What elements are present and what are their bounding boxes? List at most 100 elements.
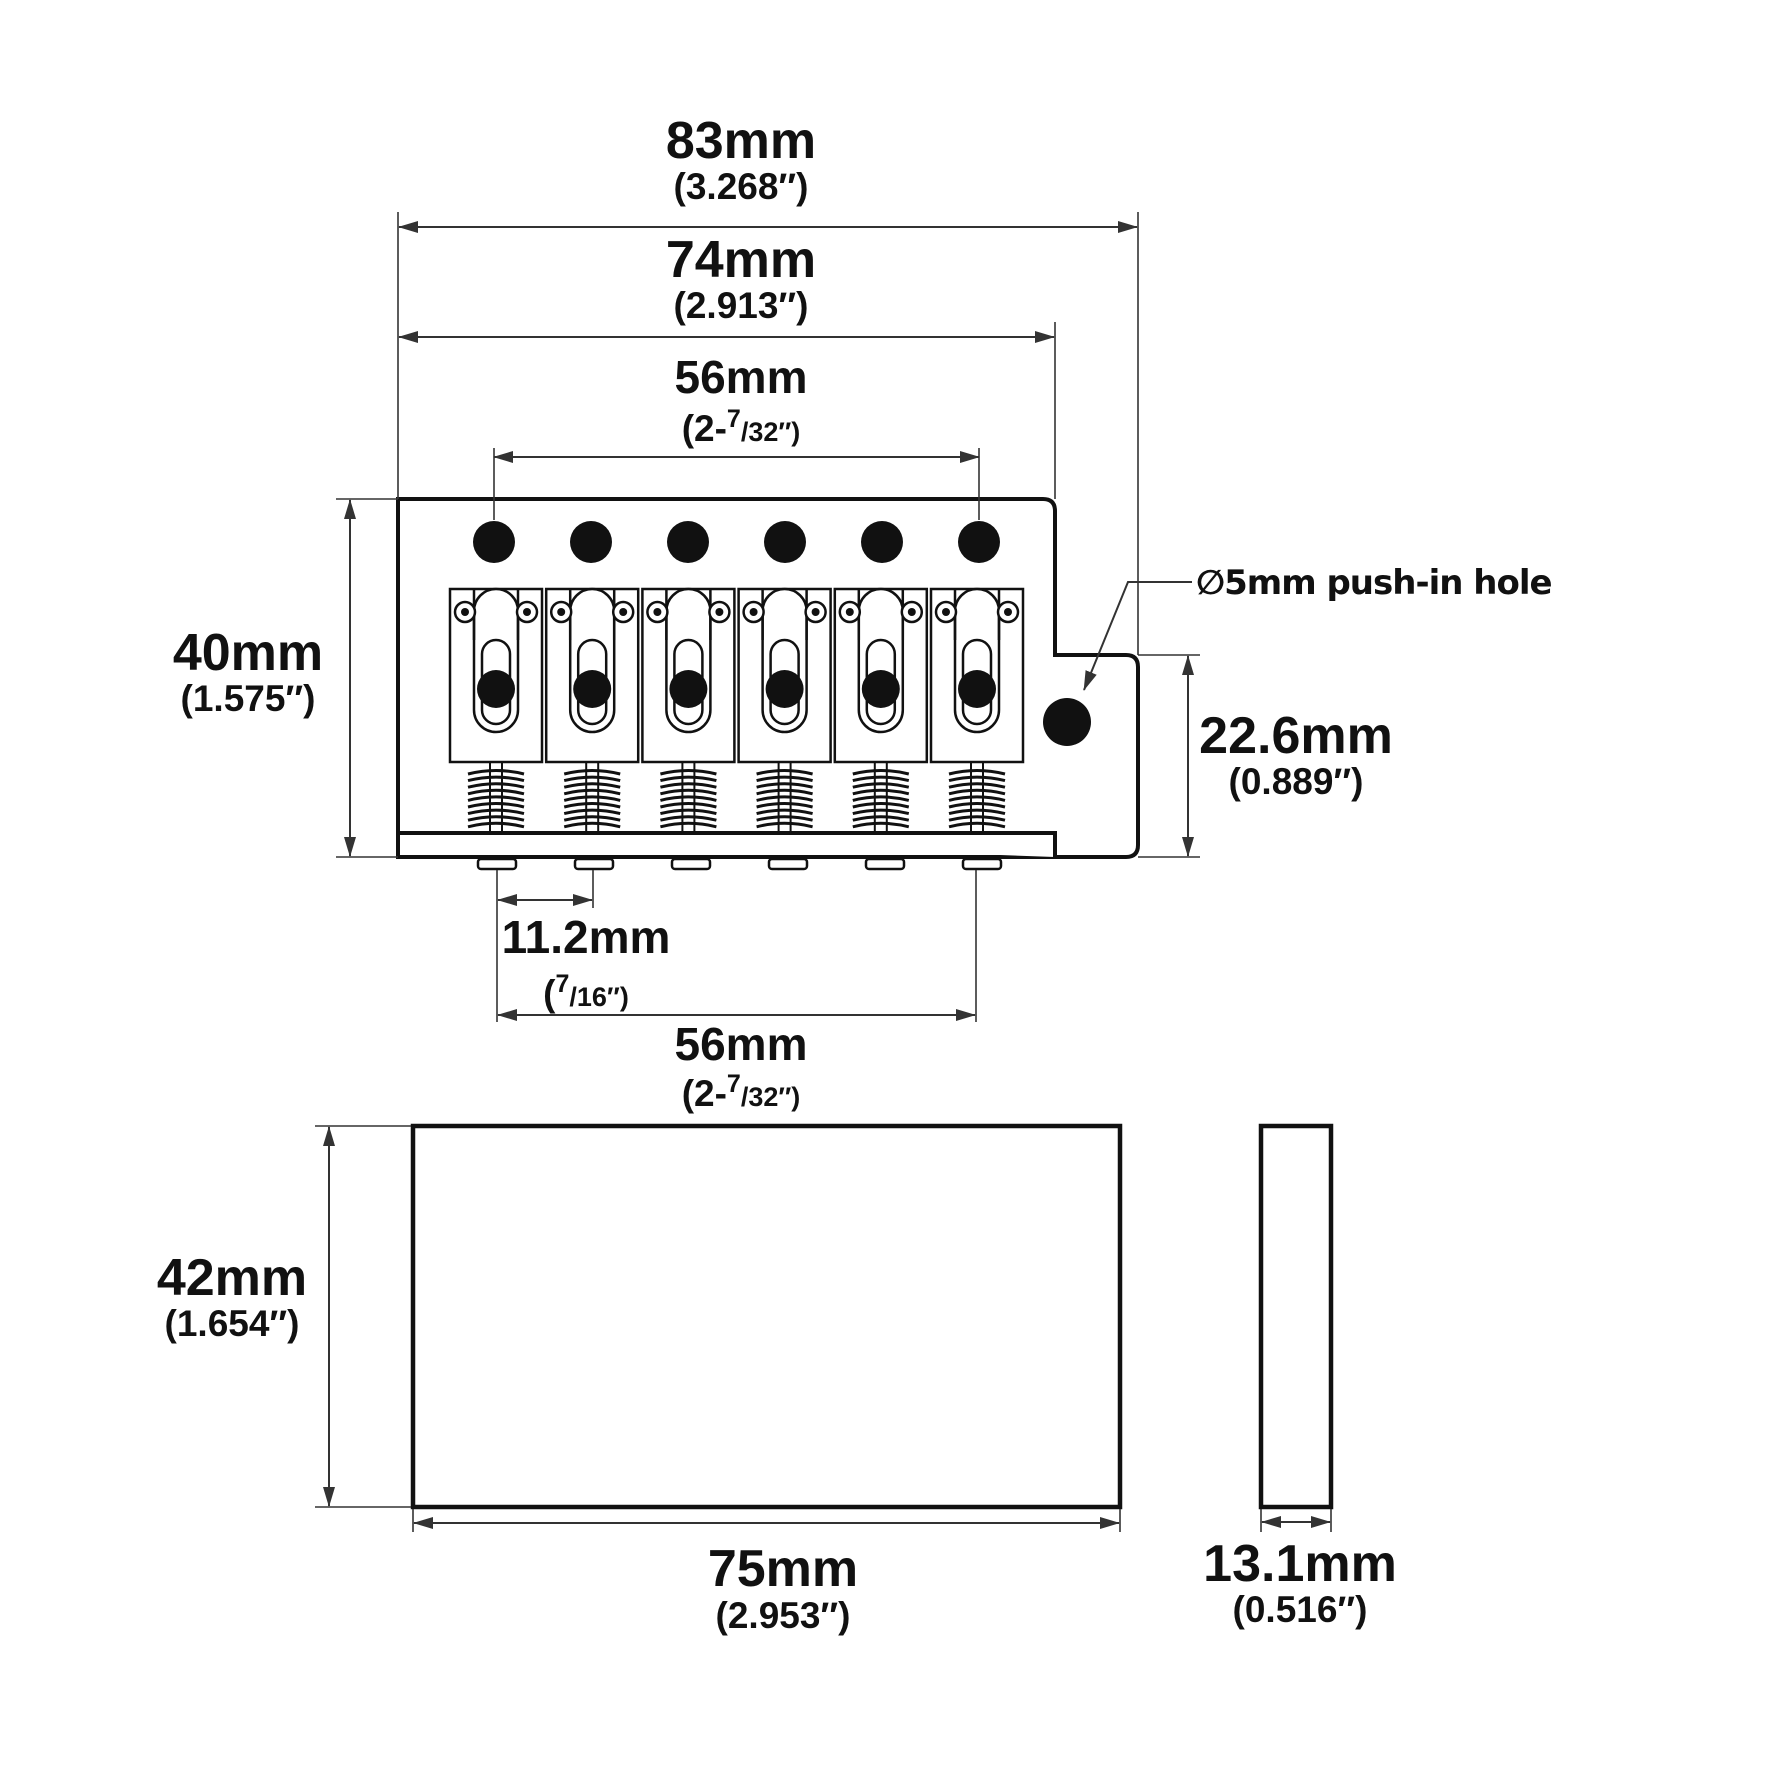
string-hole xyxy=(667,521,709,563)
string-pin xyxy=(670,857,712,871)
saddle xyxy=(737,587,832,833)
saddle-screw-head xyxy=(669,670,708,708)
label-block-width-inch: (2.953″) xyxy=(716,1595,851,1636)
spring-coil xyxy=(948,788,1006,796)
height-screw-center xyxy=(461,608,469,616)
spring-coil xyxy=(563,795,621,802)
spring-coil xyxy=(948,815,1006,822)
spring-coil xyxy=(563,788,621,796)
spring-coil xyxy=(948,821,1006,829)
string-pin xyxy=(864,857,906,871)
spring-coil xyxy=(467,782,525,789)
intonation-spring xyxy=(660,762,717,833)
spring-coil xyxy=(852,769,910,776)
saddle xyxy=(929,587,1025,833)
label-tab-height-mm: 22.6mm xyxy=(1199,707,1393,765)
label-string-spacing-top-inch: (2-7/32″) xyxy=(682,405,801,449)
spring-coil xyxy=(948,775,1006,783)
string-hole xyxy=(958,521,1000,563)
spring-coil xyxy=(563,769,621,776)
spring-coil xyxy=(852,808,910,816)
spring-coil xyxy=(563,802,621,809)
string-hole xyxy=(861,521,903,563)
string-pins xyxy=(476,857,1003,871)
label-block-depth-inch: (0.516″) xyxy=(1233,1589,1368,1630)
string-holes xyxy=(473,521,1000,563)
saddle-screw-head xyxy=(765,670,804,708)
spring-coil xyxy=(756,815,813,822)
saddle-screw-head xyxy=(958,670,996,708)
spring-coil xyxy=(660,815,717,822)
string-pin xyxy=(961,857,1003,871)
spring-coil xyxy=(467,808,525,816)
height-screw-center xyxy=(749,608,758,616)
intonation-spring xyxy=(948,762,1006,833)
spring-coil xyxy=(660,788,717,796)
sustain-block-front-view xyxy=(315,1123,1123,1532)
height-screw-center xyxy=(557,608,566,616)
spring-coil xyxy=(756,775,813,783)
spring-coil xyxy=(467,802,525,809)
sustain-block-side xyxy=(1258,1123,1334,1510)
spring-coil xyxy=(563,815,621,822)
string-pin xyxy=(476,857,518,871)
spring-coil xyxy=(852,821,910,829)
intonation-spring xyxy=(563,762,621,833)
spring-coil xyxy=(563,775,621,783)
sustain-block-side-view xyxy=(1258,1123,1334,1532)
label-plate-width-inch: (2.913″) xyxy=(674,285,809,326)
spring-coil xyxy=(467,821,525,829)
label-block-width-mm: 75mm xyxy=(708,1540,858,1598)
spring-coil xyxy=(948,802,1006,809)
intonation-spring xyxy=(467,762,525,833)
spring-coil xyxy=(467,815,525,822)
label-block-depth-mm: 13.1mm xyxy=(1203,1535,1397,1593)
spring-coil xyxy=(467,788,525,796)
dimension-lines xyxy=(336,212,1200,1022)
saddle xyxy=(544,587,640,833)
spring-coil xyxy=(852,775,910,783)
saddle xyxy=(448,587,544,833)
label-saddle-pitch-mm: 11.2mm xyxy=(502,911,671,963)
label-tab-height-inch: (0.889″) xyxy=(1229,761,1364,802)
spring-coil xyxy=(660,808,717,816)
string-hole xyxy=(764,521,806,563)
spring-coil xyxy=(852,782,910,789)
spring-coil xyxy=(756,808,813,816)
spring-coil xyxy=(660,782,717,789)
string-hole xyxy=(473,521,515,563)
height-screw-center xyxy=(653,608,662,616)
spring-coil xyxy=(756,788,813,796)
height-screw-center xyxy=(942,608,950,616)
spring-coil xyxy=(660,802,717,809)
spring-coil xyxy=(756,769,813,776)
spring-coil xyxy=(852,788,910,796)
spring-coil xyxy=(948,795,1006,802)
height-screw-center xyxy=(1004,608,1012,616)
spring-coil xyxy=(467,775,525,783)
spring-coil xyxy=(756,782,813,789)
spring-coil xyxy=(948,782,1006,789)
label-bridge-height-mm: 40mm xyxy=(173,624,323,682)
height-screw-center xyxy=(845,608,854,616)
spring-coil xyxy=(852,795,910,802)
height-screw-center xyxy=(523,608,531,616)
spring-coil xyxy=(563,782,621,789)
spring-coil xyxy=(852,802,910,809)
string-pin xyxy=(767,857,809,871)
push-in-hole-leader xyxy=(1083,581,1192,691)
label-string-spacing-bottom-mm: 56mm xyxy=(675,1018,808,1070)
sustain-block-face xyxy=(410,1123,1123,1510)
saddle xyxy=(833,587,929,833)
intonation-spring xyxy=(756,762,813,833)
label-overall-width-inch: (3.268″) xyxy=(674,166,809,207)
height-screw-center xyxy=(907,608,916,616)
spring-coil xyxy=(660,775,717,783)
spring-coil xyxy=(756,795,813,802)
spring-coil xyxy=(756,802,813,809)
label-overall-width-mm: 83mm xyxy=(666,112,816,170)
string-pin xyxy=(573,857,615,871)
label-block-height-mm: 42mm xyxy=(157,1249,307,1307)
saddle-screw-head xyxy=(477,670,515,708)
